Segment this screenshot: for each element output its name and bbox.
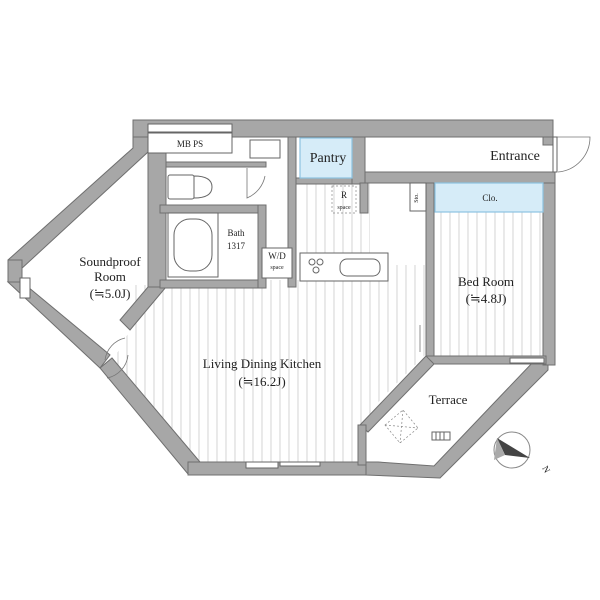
north-label: N: [540, 464, 552, 475]
clo-label: Clo.: [482, 193, 497, 203]
soundproof-area-label: (≒5.0J): [90, 286, 131, 301]
r-space-label: R: [341, 190, 347, 200]
bedroom-area-label: (≒4.8J): [466, 291, 507, 306]
mbps-box: [147, 123, 233, 154]
blue-areas: [299, 137, 544, 213]
ldk-label: Living Dining Kitchen: [203, 356, 322, 371]
wd-space: [261, 247, 293, 279]
r-space-sub-label: space: [337, 205, 351, 211]
kitchen-counter: [299, 252, 389, 282]
r-space-box: [331, 185, 357, 214]
bath-label: Bath: [228, 228, 245, 238]
doors: [19, 136, 591, 469]
inner-walls: [119, 136, 547, 466]
bath-number-label: 1317: [227, 241, 246, 251]
terrace-label: Terrace: [429, 392, 468, 407]
ldk-area-label: (≒16.2J): [238, 374, 285, 389]
wd-sub-label: space: [270, 265, 284, 271]
mbps-label: MB PS: [177, 139, 203, 149]
compass: N: [493, 431, 552, 475]
entrance-label: Entrance: [490, 149, 540, 164]
bedroom-label: Bed Room: [458, 274, 514, 289]
terrace-details: [384, 409, 451, 444]
sto-box: [409, 182, 427, 212]
compass-arrow: [497, 438, 530, 458]
soundproof-room-label: Room: [94, 269, 126, 284]
sto-label: Sto.: [414, 193, 420, 203]
wd-label: W/D: [268, 251, 286, 261]
bathtub: [167, 212, 219, 278]
compass-arrow-light: [494, 438, 505, 460]
pantry-label: Pantry: [310, 151, 347, 166]
toilet: [167, 139, 281, 200]
bedroom-floor-pattern: [432, 212, 541, 360]
soundproof-label: Soundproof: [79, 254, 141, 269]
